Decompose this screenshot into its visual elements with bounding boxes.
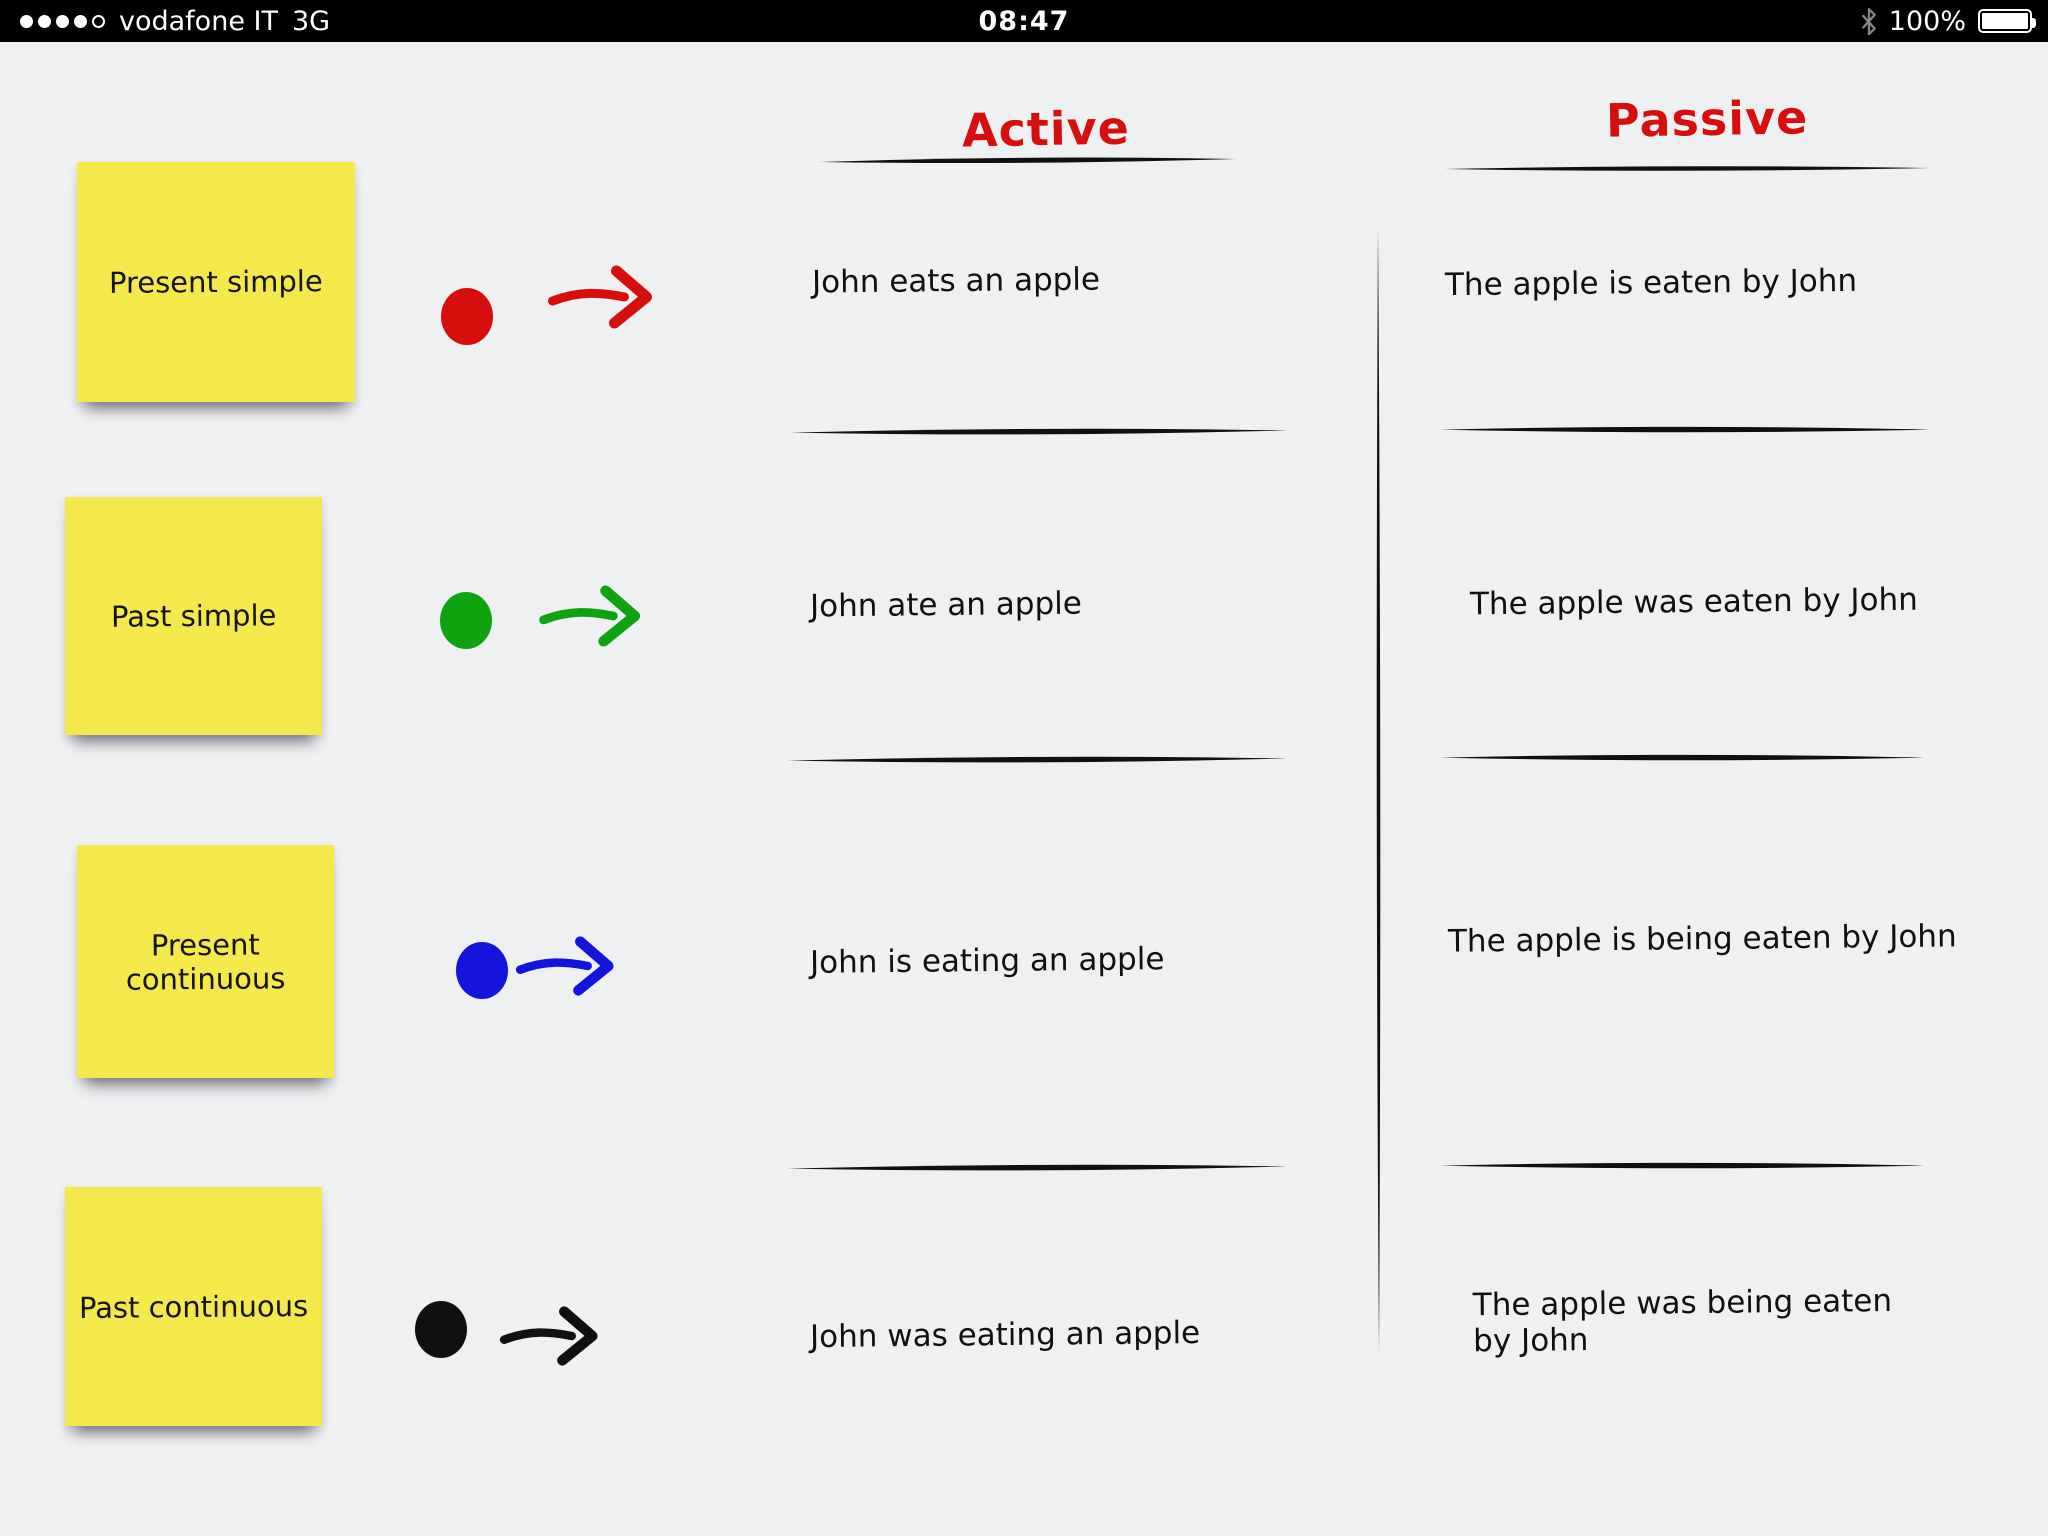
passive-sentence: The apple is being eaten by John <box>1447 918 1957 960</box>
bluetooth-icon <box>1861 8 1877 36</box>
row-separator-line <box>1438 422 1932 435</box>
red-arrow-icon <box>546 264 661 330</box>
passive-sentence: The apple was eaten by John <box>1469 581 1919 623</box>
red-dot-marker <box>441 288 493 345</box>
sticky-note-present-simple[interactable]: Present simple <box>77 162 355 402</box>
blue-arrow-icon <box>512 935 624 997</box>
tense-label: Present simple <box>108 264 324 300</box>
status-bar: vodafone IT 3G 08:47 100% <box>0 0 2048 42</box>
column-divider-line <box>1372 224 1384 1356</box>
tense-label: Past simple <box>110 598 277 634</box>
sticky-note-past-continuous[interactable]: Past continuous <box>65 1187 322 1426</box>
passive-column-header: Passive <box>1605 90 1809 148</box>
passive-header-underline <box>1443 162 1933 174</box>
blue-dot-marker <box>456 942 508 999</box>
active-sentence: John was eating an apple <box>809 1314 1201 1356</box>
black-arrow-icon <box>498 1305 606 1367</box>
row-separator-line <box>785 1160 1289 1173</box>
signal-strength-icon <box>20 14 105 28</box>
network-type-label: 3G <box>291 5 331 37</box>
black-dot-marker <box>415 1301 467 1358</box>
row-separator-line <box>788 424 1290 437</box>
row-separator-line <box>785 752 1289 765</box>
active-column-header: Active <box>961 100 1131 158</box>
green-arrow-icon <box>537 584 649 648</box>
sticky-note-present-continuous[interactable]: Present continuous <box>77 845 334 1078</box>
sticky-note-past-simple[interactable]: Past simple <box>65 497 322 735</box>
battery-icon <box>1978 9 2036 33</box>
row-separator-line <box>1438 1158 1926 1171</box>
active-header-underline <box>818 154 1238 166</box>
whiteboard-canvas: Active Passive Present simple <box>0 42 2048 1536</box>
active-sentence: John is eating an apple <box>809 941 1165 981</box>
green-dot-marker <box>440 592 492 649</box>
active-sentence: John ate an apple <box>809 585 1083 625</box>
tense-label: Past continuous <box>78 1288 309 1325</box>
row-separator-line <box>1438 750 1926 763</box>
clock: 08:47 <box>978 5 1070 37</box>
carrier-label: vodafone IT <box>119 5 278 37</box>
active-sentence: John eats an apple <box>811 261 1101 301</box>
battery-percent-label: 100% <box>1888 5 1966 37</box>
passive-sentence: The apple is eaten by John <box>1444 262 1858 304</box>
passive-sentence: The apple was being eaten by John <box>1472 1282 1893 1359</box>
tense-label: Present continuous <box>125 927 286 997</box>
